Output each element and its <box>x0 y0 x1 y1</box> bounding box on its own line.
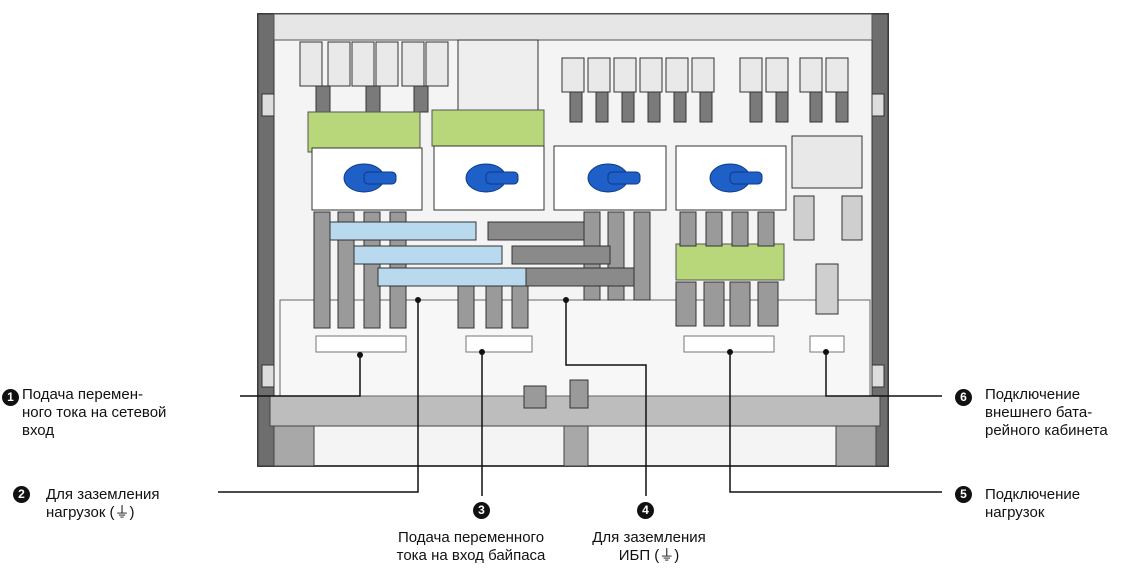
callout-3-badge: 3 <box>473 502 490 519</box>
callout-2-label: Для заземления нагрузок (⏚) <box>46 486 216 522</box>
callout-2-badge: 2 <box>13 486 30 503</box>
callout-4-label: Для заземления ИБП (⏚) <box>582 529 716 565</box>
callout-1-badge: 1 <box>2 389 19 406</box>
top-fuses <box>299 41 849 93</box>
ground-lugs <box>523 379 589 409</box>
vertical-busbars <box>313 211 779 329</box>
battery-terminal-block <box>791 135 863 315</box>
leader-dots <box>357 297 829 358</box>
callout-4-badge: 4 <box>637 502 654 519</box>
callout-5-label: Подключение нагрузок <box>985 486 1135 522</box>
callout-5-text: Подключение нагрузок <box>985 486 1081 521</box>
callout-4-text: Для заземления ИБП (⏚) <box>592 529 706 564</box>
callout-1-text: Подача перемен- ного тока на сетевой вхо… <box>22 386 167 439</box>
green-terminal-plates <box>307 109 785 281</box>
callout-5-badge: 5 <box>955 486 972 503</box>
horizontal-busbars <box>329 221 635 287</box>
callout-6-label: Подключение внешнего бата- рейного кабин… <box>985 386 1137 440</box>
callout-6-text: Подключение внешнего бата- рейного кабин… <box>985 386 1108 439</box>
callout-3-text: Подача переменного тока на вход байпаса <box>396 529 546 564</box>
callout-3-label: Подача переменного тока на вход байпаса <box>366 529 576 565</box>
callout-2-text: Для заземления нагрузок (⏚) <box>46 486 160 521</box>
callout-1-label: Подача перемен- ного тока на сетевой вхо… <box>22 386 242 440</box>
callout-6-badge: 6 <box>955 389 972 406</box>
isolator-switches <box>311 145 787 211</box>
leader-lines <box>218 300 942 496</box>
terminal-label-plates <box>315 335 845 353</box>
